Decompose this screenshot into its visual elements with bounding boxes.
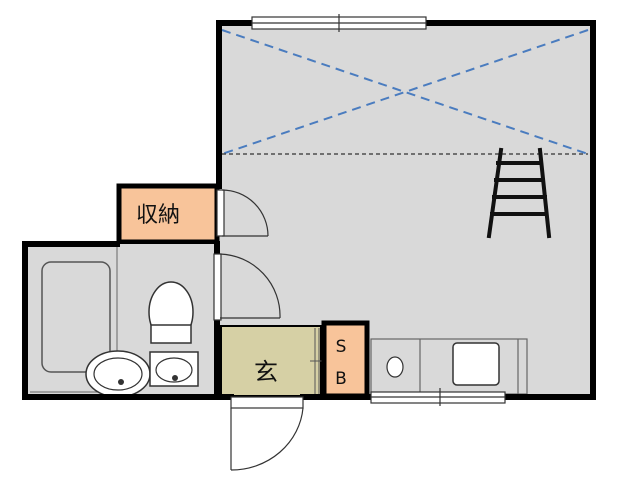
entrance-label: 玄 — [254, 358, 278, 386]
stove-burner-icon — [386, 356, 404, 378]
walls — [22, 20, 596, 400]
storage-label: 収納 — [136, 203, 180, 228]
toilet-icon — [148, 281, 194, 344]
wet-area — [25, 244, 217, 398]
storage-closet: 収納 — [116, 183, 220, 245]
kitchen-sink-icon — [452, 342, 500, 386]
shoe-box: S B — [321, 320, 370, 399]
loft-area — [221, 29, 589, 155]
window-top — [251, 14, 427, 32]
loft-ladder-icon — [486, 147, 552, 239]
shoe-box-label-s: S — [336, 337, 347, 357]
entrance-door — [230, 396, 304, 471]
small-sink-icon — [149, 351, 199, 387]
wet-area-door — [213, 253, 281, 321]
shoe-box-label-b: B — [335, 369, 347, 389]
wash-basin-icon — [85, 350, 151, 398]
kitchen-counter-icon — [370, 338, 528, 395]
storage-door — [216, 189, 269, 237]
bathtub-icon — [41, 261, 111, 373]
window-bottom — [370, 388, 506, 406]
entrance: 玄 — [220, 325, 324, 397]
